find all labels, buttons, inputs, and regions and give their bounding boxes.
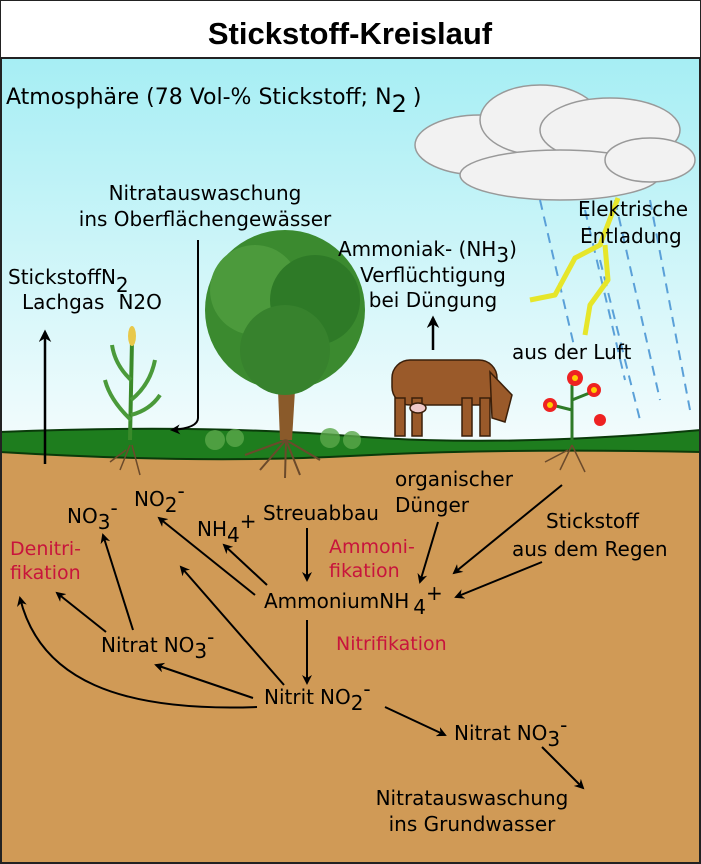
- lightning-icon: [529, 197, 621, 336]
- ammonia-label-1: Ammoniak- (NH3): [338, 237, 517, 267]
- nh4-top-formula: NH4+: [197, 509, 257, 547]
- no3-top-formula: NO3-: [67, 496, 118, 534]
- nitrification-label: Nitrifikation: [336, 633, 447, 655]
- rain-nitrogen-label-2: aus dem Regen: [512, 537, 668, 561]
- arrow-nitrite-to-denitrification: [17, 596, 258, 709]
- surface-leaching-label-1: Nitratauswaschung: [109, 181, 302, 205]
- arrow-nitrate-to-no3: [100, 533, 134, 631]
- ammonia-label-3: bei Düngung: [369, 288, 497, 312]
- denitrification-label-2: fikation: [10, 562, 81, 584]
- tree-icon: [205, 230, 365, 479]
- no2-top-formula: NO2-: [134, 479, 185, 517]
- lightning-label-2: Entladung: [580, 224, 682, 248]
- from-air-label: aus der Luft: [512, 340, 631, 364]
- atmosphere-label: Atmosphäre (78 Vol-% Stickstoff; N2): [6, 85, 421, 118]
- page-title: Stickstoff-Kreislauf: [208, 16, 493, 51]
- manure-label-1: organischer: [395, 467, 514, 491]
- arrow-nitrate-to-denitrification: [55, 591, 107, 633]
- arrow-nitrite-up: [179, 565, 285, 686]
- corn-plant-icon: [103, 326, 162, 476]
- groundwater-leaching-label-2: ins Grundwasser: [389, 812, 557, 836]
- n2-label: StickstoffN2: [8, 265, 129, 297]
- arrow-manure-to-ammonium: [417, 521, 439, 584]
- arrow-surface-leaching: [170, 240, 199, 435]
- arrow-nitrate-to-groundwater: [541, 746, 585, 790]
- arrow-air-to-ammonium: [452, 484, 563, 575]
- rain-icon: [539, 199, 691, 421]
- ammonification-label-1: Ammoni-: [329, 536, 415, 558]
- flower-plant-icon: [543, 370, 606, 473]
- ammonia-label-2: Verflüchtigung: [360, 263, 506, 287]
- lightning-label-1: Elektrische: [578, 197, 688, 221]
- surface-leaching-label-2: ins Oberflächengewässer: [79, 207, 332, 231]
- arrow-nitrite-to-nitrate-right: [384, 706, 447, 737]
- arrow-ammonium-to-nh4: [222, 543, 268, 586]
- rain-nitrogen-label-1: Stickstoff: [546, 509, 640, 533]
- cow-icon: [391, 359, 513, 437]
- arrow-nitrite-to-nitrate: [154, 662, 254, 699]
- soil: [0, 440, 701, 864]
- cloud-icon: [414, 84, 696, 201]
- denitrification-label-1: Denitri-: [10, 538, 81, 560]
- litter-decomposition-label: Streuabbau: [263, 501, 379, 525]
- ammonification-label-2: fikation: [329, 560, 400, 582]
- arrow-ammonium-to-no2: [157, 516, 256, 596]
- manure-label-2: Dünger: [395, 493, 470, 517]
- title-bar: [0, 0, 701, 59]
- arrow-rain-to-ammonium: [454, 561, 543, 599]
- soil-arrows: [17, 484, 585, 790]
- groundwater-leaching-label-1: Nitratauswaschung: [376, 786, 569, 810]
